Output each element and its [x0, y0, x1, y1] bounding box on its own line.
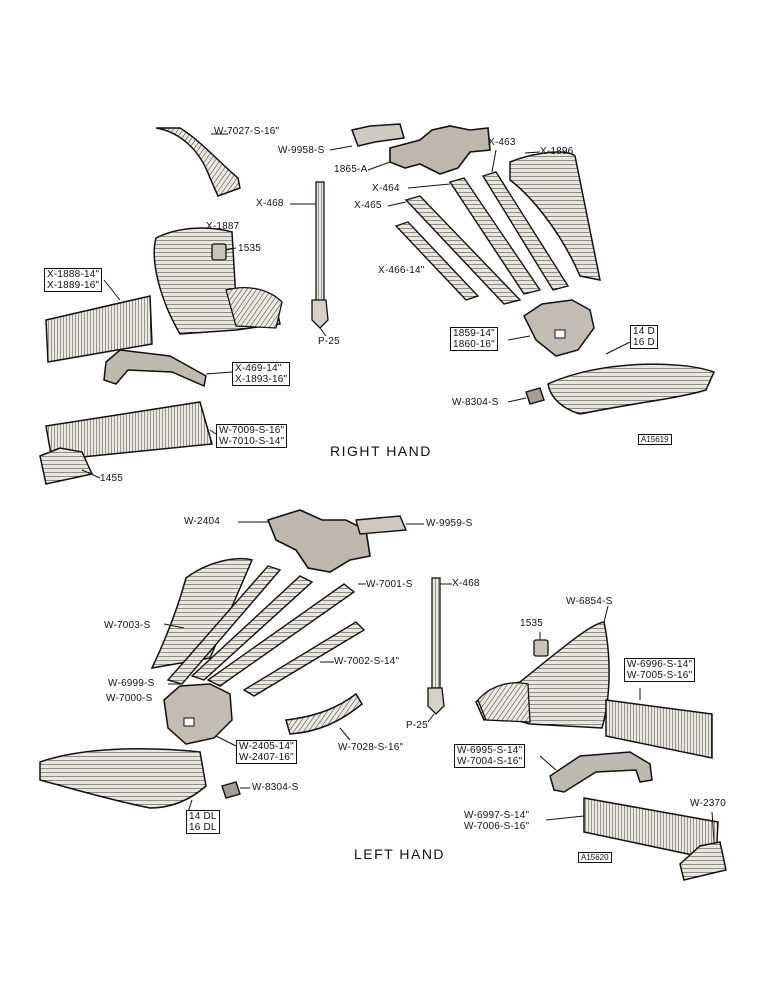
- rod-x468-left: [431, 577, 441, 689]
- block-1535: [211, 243, 227, 261]
- label-w6996-group: W-6996-S-14" W-7005-S-16": [624, 658, 696, 682]
- brace-w7027: [155, 127, 241, 197]
- label-w6997: W-6997-S-14": [464, 810, 530, 821]
- label-w7005: W-7005-S-16": [627, 670, 693, 681]
- share-14dl: [39, 748, 207, 809]
- label-x468-left: X-468: [452, 578, 480, 589]
- label-1859: 1859-14": [453, 328, 495, 339]
- label-1535-left: 1535: [520, 618, 544, 629]
- label-x1896: X-1896: [540, 146, 574, 157]
- label-x465: X-465: [354, 200, 382, 211]
- label-x466: X-466-14": [378, 265, 425, 276]
- heel-1455: [39, 447, 94, 485]
- rod-x468: [315, 181, 325, 303]
- label-w7001: W-7001-S: [366, 579, 413, 590]
- frog-1865a: [389, 125, 491, 175]
- label-x1889: X-1889-16": [47, 280, 100, 291]
- heading-right-hand: RIGHT HAND: [330, 443, 432, 459]
- label-x464: X-464: [372, 183, 400, 194]
- label-w2370: W-2370: [690, 798, 727, 809]
- frog-w2404: [266, 509, 371, 573]
- label-w2404: W-2404: [184, 516, 221, 527]
- plate-w7009: [45, 401, 213, 461]
- plate-w2405: [163, 683, 233, 745]
- heel-w2370: [679, 841, 727, 881]
- plate-w6996: [605, 699, 713, 759]
- figure-id-right: A15619: [638, 434, 672, 445]
- brace-w7028: [285, 692, 363, 735]
- label-1455: 1455: [100, 473, 124, 484]
- bracket-w9958: [350, 123, 405, 147]
- strip-w7000: [190, 575, 314, 681]
- shin-x1896: [509, 151, 601, 281]
- label-w8304-left: W-8304-S: [252, 782, 299, 793]
- label-w6995: W-6995-S-14": [457, 745, 523, 756]
- label-x469-group: X-469-14" X-1893-16": [232, 362, 291, 386]
- label-w7027: W-7027-S-16": [214, 126, 280, 137]
- label-w6996: W-6996-S-14": [627, 659, 693, 670]
- label-w7006: W-7006-S-16": [464, 821, 530, 832]
- label-1535: 1535: [238, 243, 262, 254]
- label-w2407: W-2407-16": [239, 752, 294, 763]
- label-14d-group: 14 D 16 D: [630, 325, 658, 349]
- block-1535-left: [533, 639, 549, 657]
- strip-x464: [448, 177, 542, 295]
- label-w7002: W-7002-S-14": [334, 656, 400, 667]
- label-w7003: W-7003-S: [104, 620, 151, 631]
- label-x469: X-469-14": [235, 363, 282, 374]
- bracket-w9959: [355, 515, 408, 535]
- label-14d: 14 D: [633, 326, 655, 337]
- label-w6999: W-6999-S: [108, 678, 155, 689]
- strip-x465: [404, 195, 522, 305]
- label-w2405: W-2405-14": [239, 741, 294, 752]
- label-1865a: 1865-A: [334, 164, 368, 175]
- label-w9958: W-9958-S: [278, 145, 325, 156]
- label-1859-group: 1859-14" 1860-16": [450, 327, 498, 351]
- label-x1893: X-1893-16": [235, 374, 288, 385]
- strip-x463: [481, 171, 570, 291]
- label-w2405-group: W-2405-14" W-2407-16": [236, 740, 297, 764]
- label-14dl-group: 14 DL 16 DL: [186, 810, 220, 834]
- bolt-w8304-left: [221, 781, 241, 799]
- label-w6997-group: W-6997-S-14" W-7006-S-16": [464, 810, 529, 832]
- strip-w7002: [242, 621, 366, 697]
- label-1860: 1860-16": [453, 339, 495, 350]
- label-x1888: X-1888-14": [47, 269, 100, 280]
- label-w7028: W-7028-S-16": [338, 742, 404, 753]
- label-w6854: W-6854-S: [566, 596, 613, 607]
- shin-w7003: [150, 557, 254, 669]
- label-w7010: W-7010-S-14": [219, 436, 285, 447]
- label-w6995-group: W-6995-S-14" W-7004-S-16": [454, 744, 526, 768]
- label-x468: X-468: [256, 198, 284, 209]
- plate-1859: [523, 299, 595, 357]
- label-x1888-group: X-1888-14" X-1889-16": [44, 268, 103, 292]
- brace-x469: [103, 349, 207, 388]
- label-w7000: W-7000-S: [106, 693, 153, 704]
- strip-x466: [394, 221, 480, 301]
- label-w9959: W-9959-S: [426, 518, 473, 529]
- label-w7009: W-7009-S-16": [219, 425, 285, 436]
- bolt-w8304: [525, 387, 545, 405]
- label-16d: 16 D: [633, 337, 655, 348]
- figure-id-left: A15620: [578, 852, 612, 863]
- label-16dl: 16 DL: [189, 822, 217, 833]
- label-14dl: 14 DL: [189, 811, 217, 822]
- label-p25-left: P-25: [406, 720, 428, 731]
- label-w7009-group: W-7009-S-16" W-7010-S-14": [216, 424, 288, 448]
- label-x1887: X-1887: [206, 221, 240, 232]
- share-14d: [547, 363, 716, 415]
- brace-w6995: [549, 751, 653, 793]
- heading-left-hand: LEFT HAND: [354, 846, 446, 862]
- label-p25: P-25: [318, 336, 340, 347]
- label-w8304: W-8304-S: [452, 397, 499, 408]
- label-w7004: W-7004-S-16": [457, 756, 523, 767]
- label-x463: X-463: [488, 137, 516, 148]
- strip-w7001: [206, 583, 356, 687]
- plate-x1888: [45, 295, 153, 363]
